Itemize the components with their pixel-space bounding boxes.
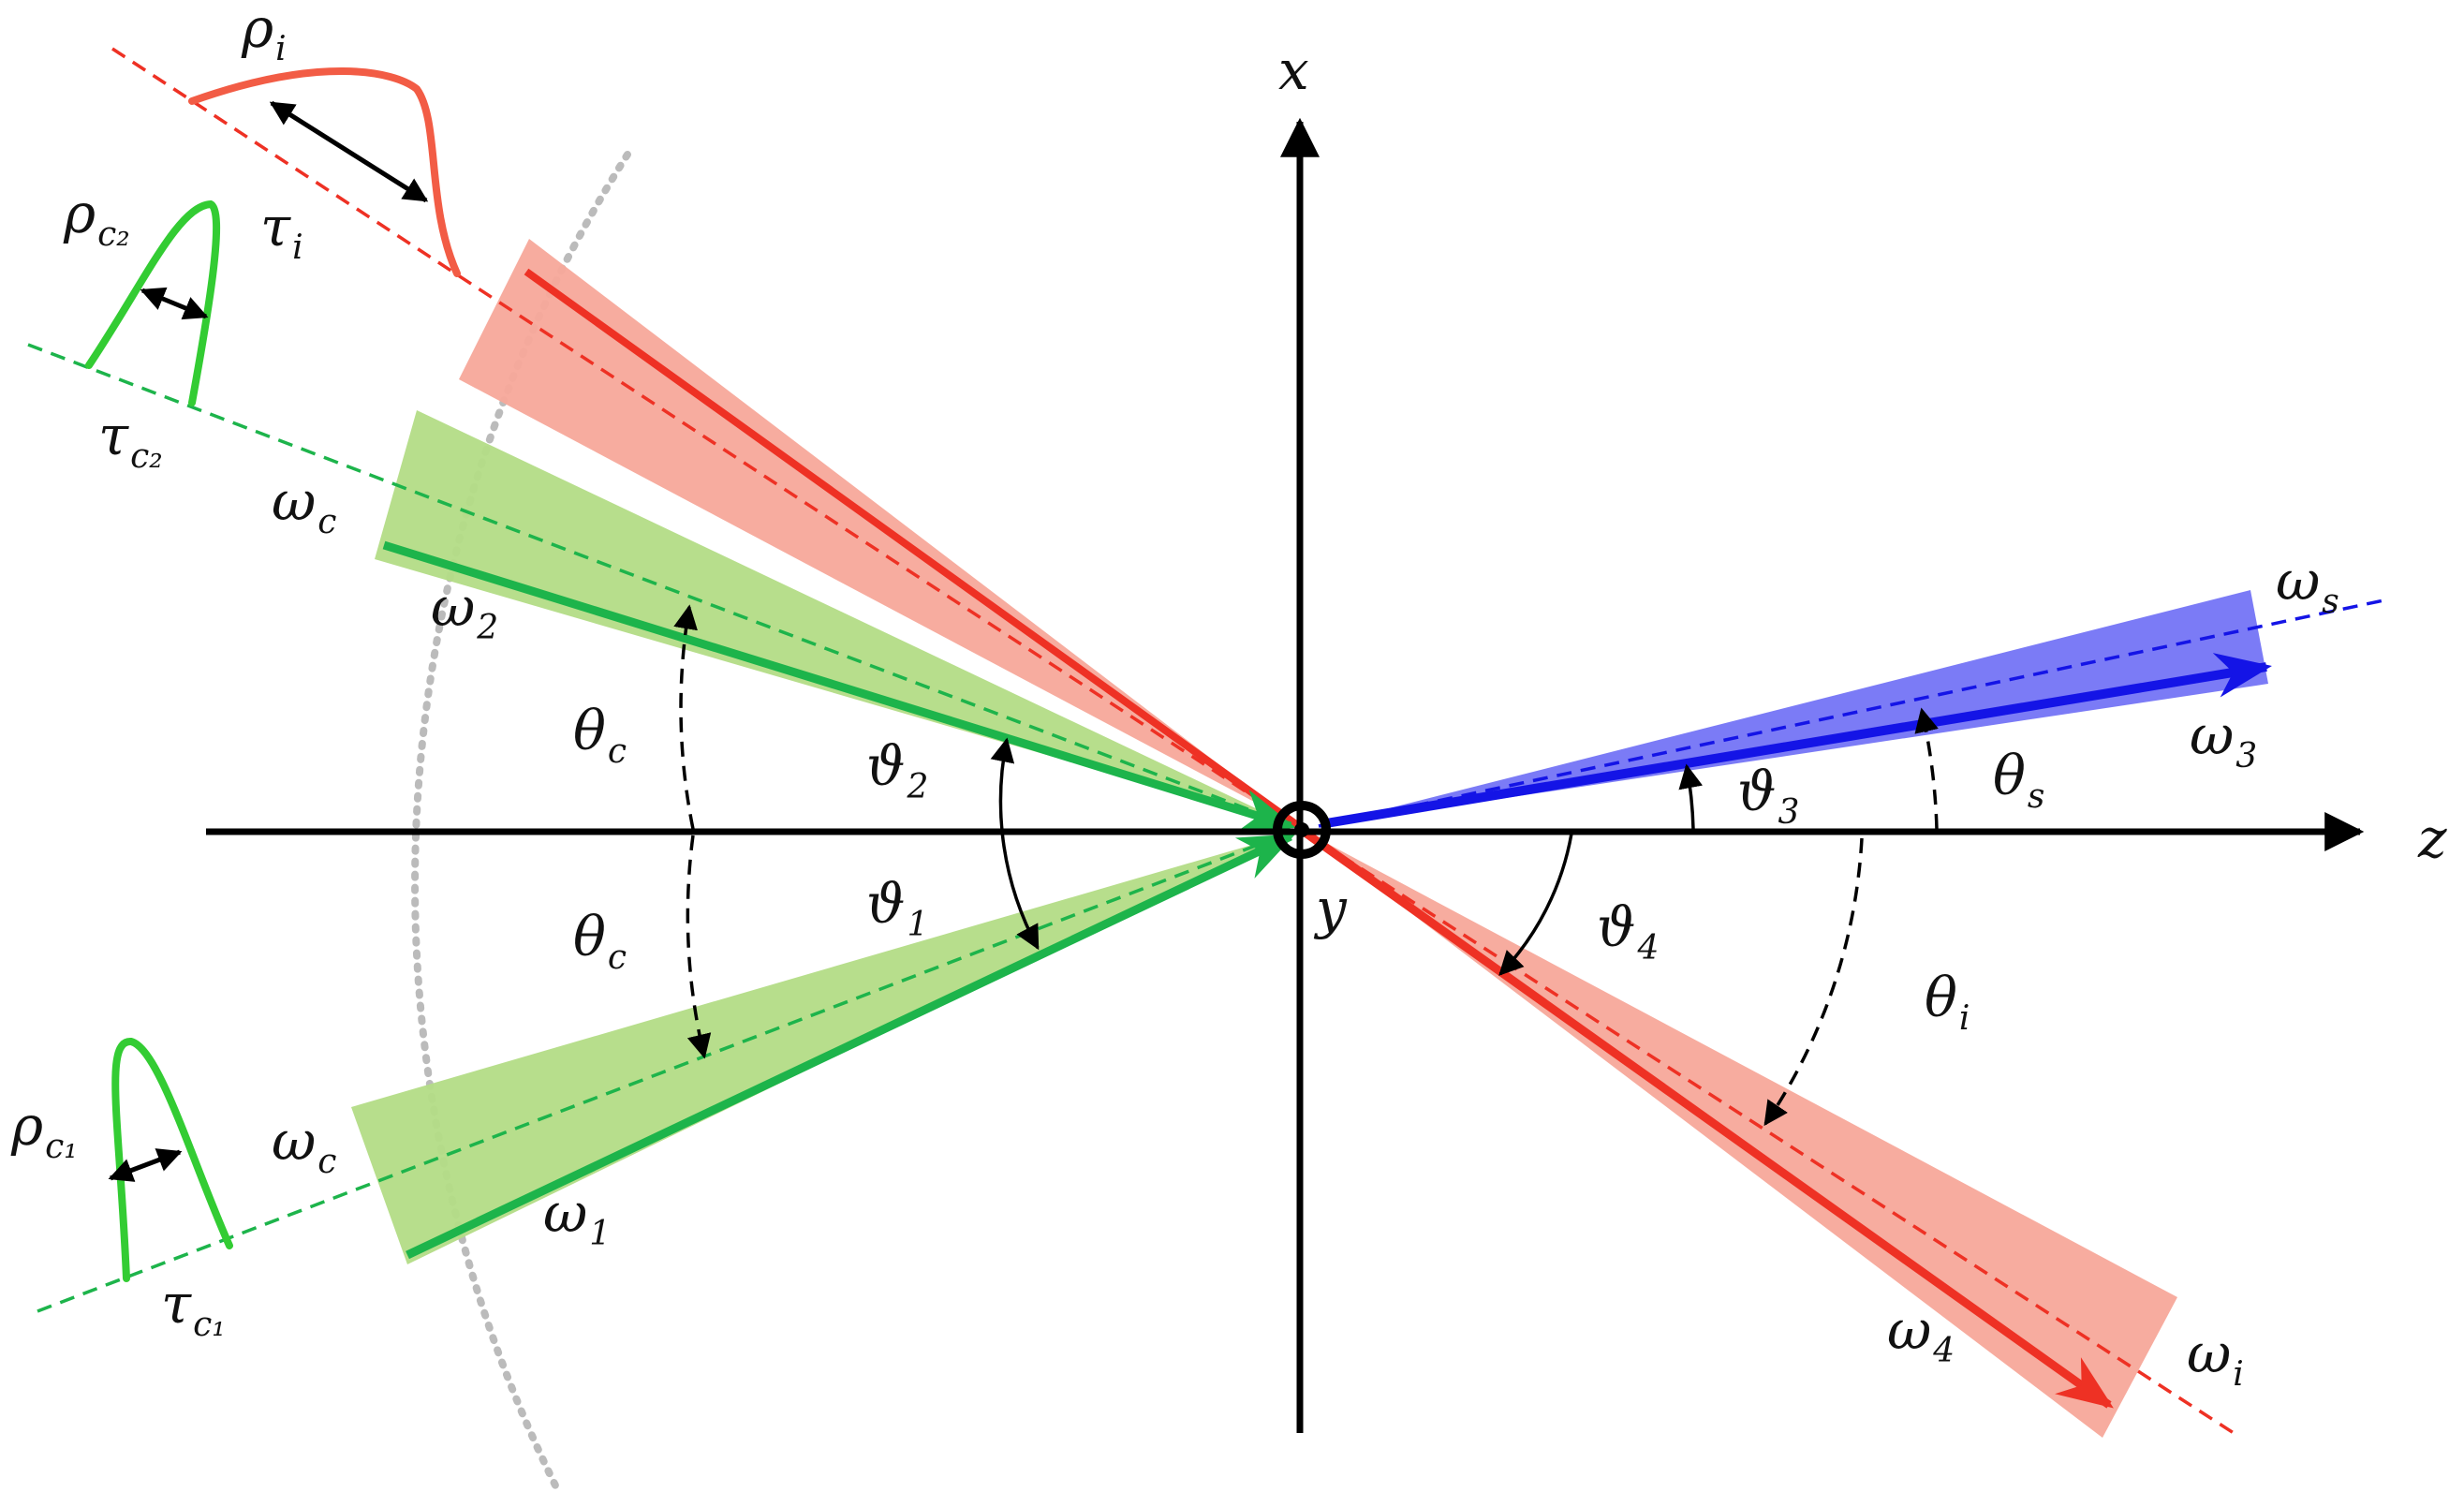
- pump-pulse-profile: [188, 67, 461, 277]
- pump-beam-line-lower: [1304, 830, 2114, 1409]
- tau-i-label: τi: [260, 195, 303, 267]
- omega-i-label: ωi: [2187, 1322, 2244, 1394]
- coupling-pulse-width-arrow-upper: [140, 287, 209, 320]
- omega-1-label: ω1: [543, 1181, 611, 1253]
- theta-c-lower-label: θc: [573, 905, 627, 977]
- coupling-axis-dashed-upper: [27, 343, 1298, 830]
- vartheta-1-label: ϑ1: [866, 872, 928, 944]
- signal-axis-dashed: [1318, 598, 2389, 828]
- pump-beam-line-upper: [524, 268, 1303, 831]
- signal-beam-cone: [1319, 590, 2268, 826]
- vartheta-2-label: ϑ2: [866, 734, 928, 806]
- coupling-beam-line-upper: [382, 540, 1296, 833]
- vartheta-4-label: ϑ4: [1597, 895, 1659, 968]
- omega-2-label: ω2: [431, 575, 498, 647]
- omega-c-upper-label: ωc: [272, 469, 336, 541]
- omega-4-label: ω4: [1887, 1298, 1955, 1370]
- vartheta-3-arc: [1678, 763, 1704, 830]
- tau-c1-label: τc₁: [161, 1272, 226, 1344]
- omega-s-label: ωs: [2276, 549, 2339, 621]
- coupling-beam-cone-lower: [351, 832, 1297, 1264]
- rho-i-label: ρi: [241, 0, 287, 68]
- axis-x-label: x: [1278, 38, 1309, 102]
- rho-c2-label: ρc₂: [63, 182, 130, 254]
- theta-i-arc: [1763, 837, 1864, 1127]
- signal-beam-line: [1320, 653, 2272, 829]
- vartheta-3-label: ϑ3: [1737, 760, 1799, 832]
- vartheta-1-2-arc: [990, 737, 1040, 951]
- pump-axis-dashed-upper: [111, 47, 1301, 829]
- y-axis-outer-circle: [1273, 801, 1331, 859]
- tau-c2-label: τc₂: [98, 404, 163, 476]
- coupling-pulse-profile-lower: [111, 1038, 233, 1282]
- rho-c1-label: ρc₁: [10, 1094, 78, 1166]
- pump-axis-dashed-lower: [1299, 827, 2235, 1435]
- axis-y-label: y: [1313, 877, 1348, 940]
- theta-c-arc-lower: [686, 835, 712, 1059]
- y-axis-center-dot: [1294, 822, 1309, 837]
- theta-c-upper-label: θc: [573, 699, 627, 771]
- omega-3-label: ω3: [2190, 703, 2257, 776]
- pump-pulse-width-arrow: [269, 100, 429, 203]
- theta-s-label: θs: [1993, 744, 2044, 816]
- coupling-pulse-width-arrow-lower: [108, 1148, 183, 1182]
- coupling-beam-line-lower: [406, 832, 1296, 1260]
- axis-z-label: z: [2417, 806, 2447, 870]
- omega-c-lower-label: ωc: [272, 1109, 336, 1181]
- coupling-axis-dashed-lower: [37, 828, 1298, 1313]
- coupling-beam-cone-upper: [375, 410, 1297, 828]
- vartheta-4-arc: [1498, 833, 1573, 976]
- theta-i-label: θi: [1925, 966, 1970, 1038]
- theta-c-arc-upper: [673, 604, 698, 830]
- theta-s-arc: [1914, 707, 1939, 830]
